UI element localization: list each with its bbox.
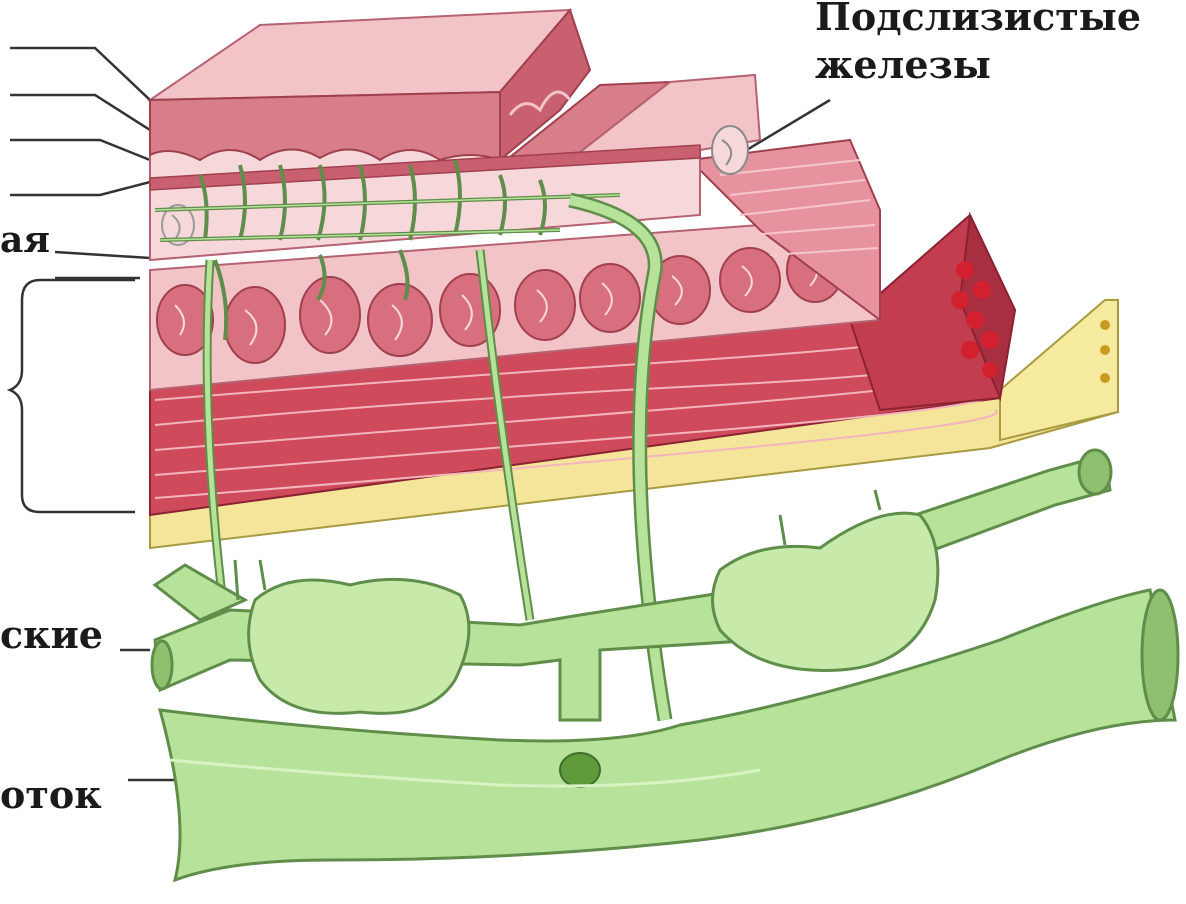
label-glands-line1: Подслизистые	[815, 0, 1141, 39]
serosa-block-end	[1000, 300, 1118, 440]
mucosa-villi-band	[150, 92, 500, 160]
lymph-node-right	[713, 513, 938, 670]
label-left-plexus: ая	[0, 219, 50, 261]
lymph-node-left	[249, 579, 469, 713]
duct-opening	[1142, 590, 1178, 720]
submucosal-gland-detail	[712, 126, 748, 174]
duct-side-opening	[560, 753, 600, 787]
label-glands-line2: железы	[815, 42, 991, 87]
label-left-lymph: ские	[0, 612, 103, 657]
label-left-duct: оток	[0, 772, 102, 817]
